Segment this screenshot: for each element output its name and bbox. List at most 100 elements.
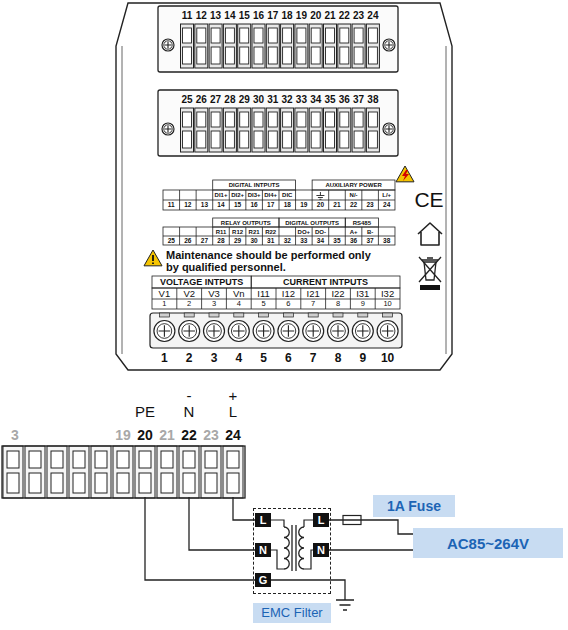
pin-number: 4 [237, 300, 241, 308]
bin-bar [420, 285, 440, 290]
screw-ring [256, 324, 271, 339]
terminal-number: 11 [182, 11, 193, 21]
terminal-cell [223, 24, 236, 68]
terminal-opening [161, 473, 173, 493]
table-heading: DIGITAL INTPUTS [229, 182, 280, 188]
terminal-tab [308, 313, 318, 317]
screw-head [154, 321, 175, 342]
pin-letter: L [255, 513, 271, 527]
terminal-number: 31 [267, 95, 278, 105]
terminal-opening [254, 112, 263, 127]
pin-table [152, 276, 400, 309]
terminal-number: 14 [224, 11, 235, 21]
table-heading: VOLTAGE INTPUTS [160, 278, 243, 287]
terminal-number: 22 [339, 11, 350, 21]
node-label: 1A Fuse [387, 498, 441, 514]
screw-slot [165, 42, 172, 49]
filter-pin: L [313, 513, 329, 527]
screw-ring [380, 324, 395, 339]
screw-ring [355, 324, 370, 339]
pin-number: 31 [267, 237, 274, 244]
terminal-opening [254, 131, 263, 148]
terminal-opening [268, 112, 277, 127]
terminal-number: 24 [222, 428, 244, 442]
terminal-opening [197, 28, 206, 43]
table-rule [345, 227, 346, 245]
table-rule [378, 227, 379, 245]
terminal-opening [205, 451, 217, 468]
ce-mark: CE [414, 189, 443, 210]
pin-number: 37 [367, 237, 374, 244]
terminal-opening [297, 47, 306, 64]
table-rule [245, 227, 246, 245]
screw-ring [281, 324, 296, 339]
terminal-opening [139, 473, 151, 493]
table-cell [213, 180, 296, 190]
terminal-number: 16 [253, 11, 264, 21]
table-heading: CURRENT INTPUTS [283, 278, 368, 287]
terminal-opening [354, 112, 363, 127]
terminal-opening [117, 473, 129, 493]
pin-table [163, 218, 395, 245]
terminal-cell [238, 24, 251, 68]
terminal-opening [340, 28, 349, 43]
signal-name: DI1+ [215, 192, 228, 198]
pin-letter: N [255, 543, 271, 557]
terminal-cell [91, 446, 111, 498]
pin-number: 32 [284, 237, 291, 244]
terminal-opening [368, 131, 377, 148]
table-rule [312, 190, 313, 210]
terminal-tab [283, 313, 293, 317]
pin-letter: L [313, 513, 329, 527]
warning-triangle [144, 250, 162, 266]
table-rule [278, 227, 279, 245]
earth-symbol [316, 192, 324, 199]
terminal-number: 22 [178, 428, 200, 442]
terminal-cell [366, 108, 379, 152]
screw-head [179, 321, 200, 342]
signal-name: L/+ [382, 192, 391, 198]
terminal-cell [266, 24, 279, 68]
screw-head [228, 321, 249, 342]
wire [189, 497, 255, 550]
polarity-sign: + [229, 388, 238, 403]
terminal-number: 28 [224, 95, 235, 105]
pin-number: 14 [217, 202, 224, 209]
node-label: AC85~264V [447, 535, 529, 552]
transformer-core [292, 525, 296, 571]
pin-letter: G [255, 573, 271, 587]
terminal-opening [368, 47, 377, 64]
screw-ring [231, 324, 246, 339]
screw-head [377, 321, 398, 342]
pin-number: 26 [184, 237, 191, 244]
terminal-number: 6 [285, 352, 292, 364]
terminal-number: 38 [367, 95, 378, 105]
terminal-cell [281, 24, 294, 68]
terminal-number: 23 [203, 428, 219, 442]
terminal-opening [95, 451, 107, 468]
terminal-opening [225, 131, 234, 148]
terminal-number: 2 [186, 352, 193, 364]
pin-number: 7 [311, 300, 315, 308]
table-rule [212, 190, 213, 210]
terminal-opening [354, 28, 363, 43]
terminal-number: 3 [211, 352, 218, 364]
signal-name: I11 [257, 289, 270, 299]
terminal-opening [283, 112, 292, 127]
terminal-number: 34 [310, 95, 321, 105]
terminal-number: 3 [11, 428, 19, 442]
terminal-opening [283, 28, 292, 43]
warning-note: Maintenance should be performed only by … [166, 249, 380, 273]
terminal-cell [157, 446, 177, 498]
pin-number: 21 [333, 202, 340, 209]
screw-ring [385, 41, 393, 49]
pin-number: 9 [361, 300, 365, 308]
table-frame [163, 190, 395, 210]
table-rule [176, 288, 177, 309]
polarity-sign: - [187, 388, 192, 403]
screw-slot [357, 325, 369, 337]
exclamation-mark [152, 255, 154, 264]
terminal-plate [158, 90, 398, 156]
terminal-opening [326, 47, 335, 64]
